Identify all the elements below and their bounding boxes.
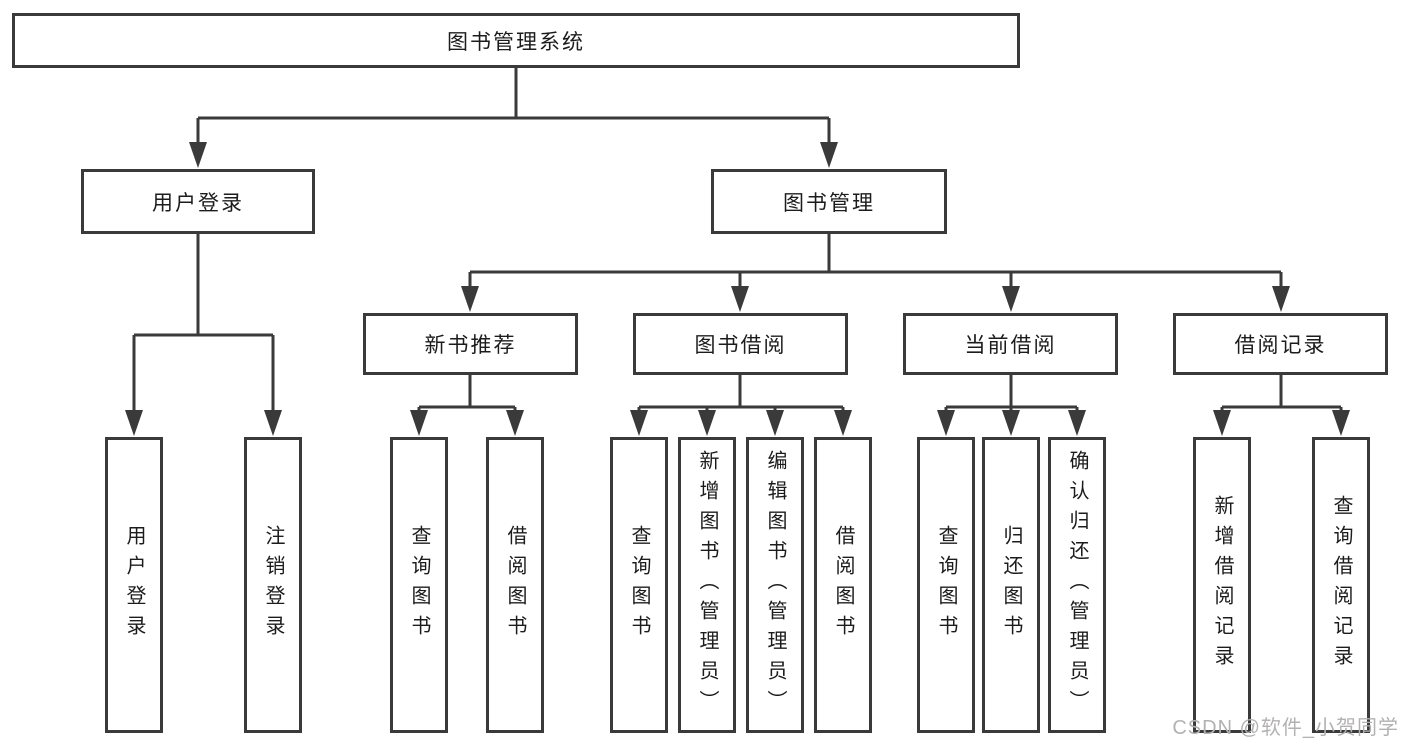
node-book-management: 图书管理 <box>711 169 947 234</box>
arrowheads-user-login-leaves <box>125 410 282 436</box>
leaf-logout: 注销登录 <box>244 437 302 733</box>
connector-records-to-leaves <box>1220 375 1343 416</box>
leaf-records-add-record: 新增借阅记录 <box>1193 437 1251 733</box>
connector-book-management-to-level3 <box>468 234 1283 292</box>
node-borrow-records: 借阅记录 <box>1173 313 1388 375</box>
arrowheads-current-leaves <box>937 410 1086 436</box>
leaf-recommend-borrow-books: 借阅图书 <box>486 437 544 733</box>
leaf-current-return-books: 归还图书 <box>982 437 1040 733</box>
leaf-current-query-books: 查询图书 <box>917 437 975 733</box>
node-root-system: 图书管理系统 <box>12 13 1020 68</box>
arrowheads-level2 <box>189 142 838 168</box>
connector-current-to-leaves <box>944 375 1079 416</box>
arrowheads-borrow-leaves <box>630 410 852 436</box>
arrowheads-level3 <box>461 286 1290 312</box>
node-current-borrow: 当前借阅 <box>903 313 1118 375</box>
leaf-borrow-borrow-books: 借阅图书 <box>814 437 872 733</box>
leaf-borrow-edit-books-admin: 编辑图书（管理员） <box>746 437 804 733</box>
leaf-borrow-add-books-admin: 新增图书（管理员） <box>678 437 736 733</box>
connector-user-login-to-leaves <box>132 234 275 416</box>
arrowheads-records-leaves <box>1213 410 1350 436</box>
leaf-records-query-record: 查询借阅记录 <box>1312 437 1370 733</box>
leaf-current-confirm-return-admin: 确认归还（管理员） <box>1048 437 1106 733</box>
node-book-borrow: 图书借阅 <box>633 313 848 375</box>
connector-recommend-to-leaves <box>417 375 517 416</box>
connector-borrow-to-leaves <box>637 375 845 416</box>
connector-root-to-level2 <box>196 68 831 148</box>
node-new-book-recommend: 新书推荐 <box>363 313 578 375</box>
node-user-login: 用户登录 <box>81 169 315 234</box>
csdn-watermark: CSDN @软件_小贺同学 <box>1172 717 1399 739</box>
leaf-user-login: 用户登录 <box>105 437 163 733</box>
leaf-recommend-query-books: 查询图书 <box>390 437 448 733</box>
arrowheads-recommend-leaves <box>410 410 524 436</box>
leaf-borrow-query-books: 查询图书 <box>610 437 668 733</box>
